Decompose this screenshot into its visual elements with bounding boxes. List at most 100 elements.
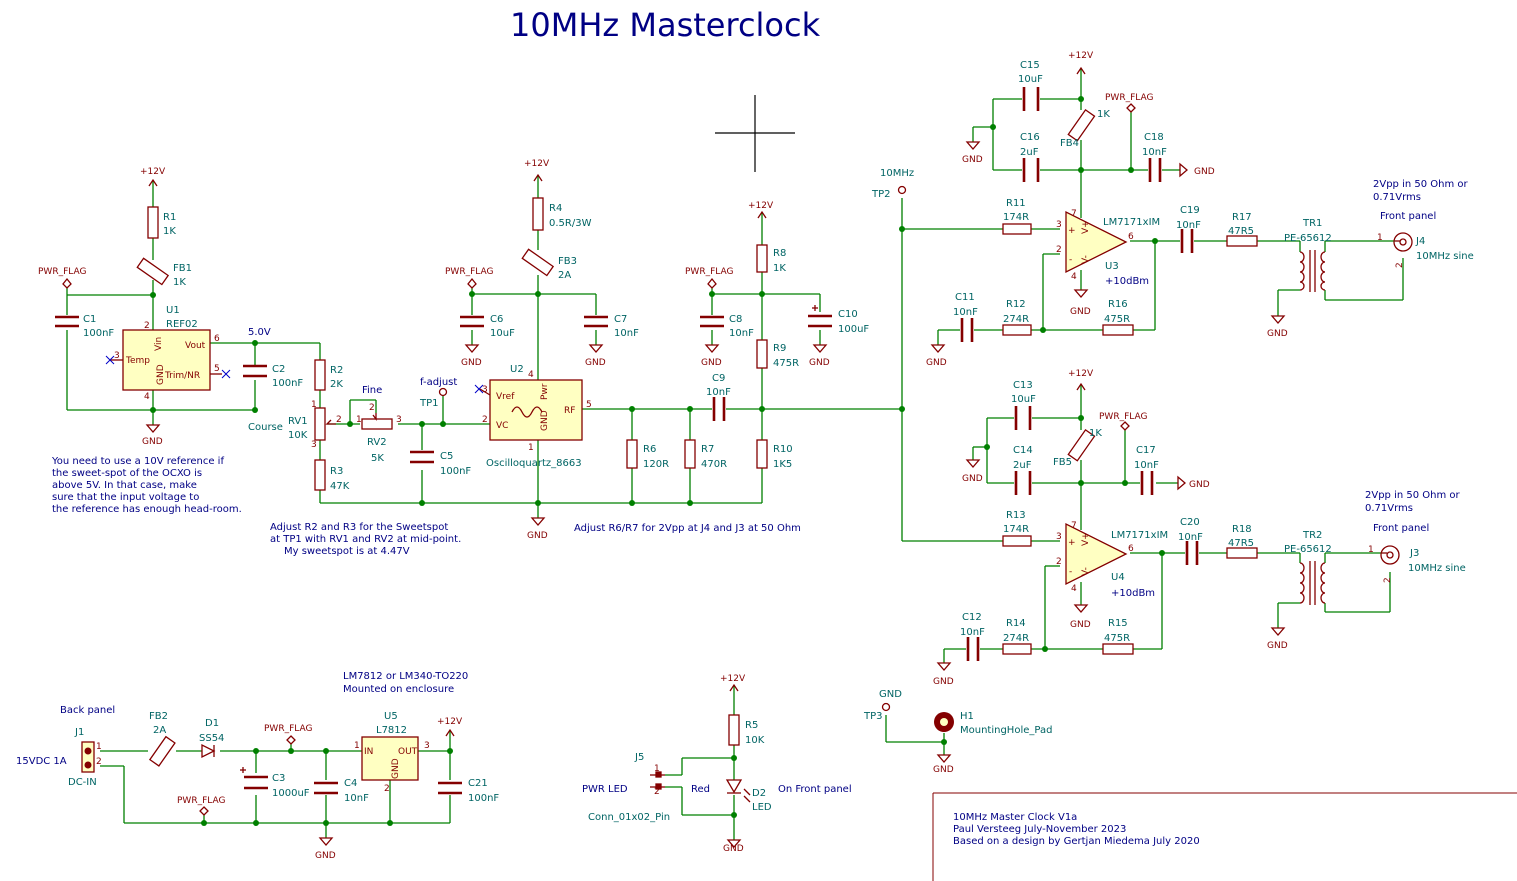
u3-plus: + [1068,226,1076,236]
net-12v-u2: +12V [524,159,550,169]
val-c1: 100nF [83,328,114,339]
ref-r2: R2 [330,365,343,376]
ref-c18: C18 [1144,132,1164,143]
ic-u1: Vin Vout Temp Trim/NR GND 2 6 3 5 4 [105,321,231,402]
j3-pin2: 2 [1383,577,1393,583]
val-j1: DC-IN [68,777,97,788]
polarity-marks [240,305,818,773]
pwr-flag-psu-top: PWR_FLAG [264,724,312,734]
ref-note-line-5: the reference has enough head-room. [52,504,242,515]
net-12v-u5: +12V [437,717,463,727]
power-symbols: +12V +12V +12V +12V +12V +12V +12V [38,51,1288,861]
ref-fb1: FB1 [173,263,192,274]
net-gnd-c6: GND [461,358,482,368]
u3-pin7: 7 [1071,209,1077,219]
header-j5 [650,771,665,790]
net-12v-u1: +12V [140,167,166,177]
net-12v-u3: +12V [1068,51,1094,61]
title-block: 10MHz Master Clock V1a Paul Versteeg Jul… [932,792,1517,881]
red-label: Red [691,784,710,795]
u3-pin6: 6 [1128,232,1134,242]
back-panel: Back panel [60,705,115,716]
net-gnd-u2: GND [527,531,548,541]
val-j5: Conn_01x02_Pin [588,812,670,823]
ref-d1: D1 [205,718,219,729]
net-gnd-tr1: GND [1267,329,1288,339]
ref-d2: D2 [752,788,766,799]
ref-r16: R16 [1108,299,1128,310]
val-c3: 1000uF [272,788,310,799]
ref-r18: R18 [1232,524,1252,535]
front-panel-bottom: Front panel [1373,523,1429,534]
val-c20: 10nF [1178,532,1203,543]
val-c18: 10nF [1142,147,1167,158]
ref-rv2: RV2 [367,437,387,448]
ref-r13: R13 [1006,510,1026,521]
ref-tp1: TP1 [419,398,439,409]
u5-pin-out: OUT [398,747,418,757]
ref-c13: C13 [1013,380,1033,391]
ref-r15: R15 [1108,618,1128,629]
pwr-flag-u4: PWR_FLAG [1099,412,1147,422]
val-r9: 475R [773,358,799,369]
ref-c3: C3 [272,773,285,784]
ref-r11: R11 [1006,198,1026,209]
vpp-top-2: 0.71Vrms [1373,192,1421,203]
ref-r8: R8 [773,248,786,259]
net-gnd-tr2: GND [1267,641,1288,651]
u3-pin4: 4 [1071,272,1077,282]
tp1-net: f-adjust [420,377,457,388]
val-r15: 475R [1104,633,1130,644]
val-fb5: 1K [1089,428,1102,439]
u2-pin4: 4 [528,370,534,380]
ref-r10: R10 [773,444,793,455]
title-block-line-3: Based on a design by Gertjan Miedema Jul… [953,836,1200,847]
val-tr2: PE-65612 [1284,544,1332,555]
val-j3: 10MHz sine [1408,563,1466,574]
val-u5: L7812 [376,725,407,736]
val-u2: Oscilloquartz_8663 [486,458,582,469]
sweetspot-line-1: Adjust R2 and R3 for the Sweetspot [270,522,448,533]
fine-label: Fine [362,385,382,396]
val-r18: 47R5 [1228,538,1254,549]
ref-note-line-3: above 5V. In that case, make [52,480,197,491]
ref-fb5: FB5 [1053,457,1072,468]
u4-pin2: 2 [1056,557,1062,567]
val-c17: 10nF [1134,460,1159,471]
val-c8: 10nF [729,328,754,339]
ref-c12: C12 [962,612,982,623]
pwr-flag-u3: PWR_FLAG [1105,93,1153,103]
u5-pin3: 3 [424,741,430,751]
ref-rv1: RV1 [288,416,308,427]
rv2-pin2: 2 [369,403,375,413]
title-block-line-1: 10MHz Master Clock V1a [953,812,1077,823]
vpp-bot-1: 2Vpp in 50 Ohm or [1365,490,1461,501]
val-fb3: 2A [558,270,571,281]
u2-pin-gnd: GND [540,410,550,431]
ref-c20: C20 [1180,517,1200,528]
u4-plus: + [1068,538,1076,548]
ref-c11: C11 [955,292,975,303]
val-fb2: 2A [153,725,166,736]
net-gnd-c8: GND [701,358,722,368]
u2-pin3: 3 [482,385,488,395]
ref-r17: R17 [1232,212,1252,223]
vpp-bot-2: 0.71Vrms [1365,503,1413,514]
ref-r4: R4 [549,203,562,214]
ref-r3: R3 [330,466,343,477]
regulator-u5: IN OUT GND 1 3 2 [354,736,430,794]
val-fb4: 1K [1097,109,1110,120]
val-r12: 274R [1003,314,1029,325]
j4-pin1: 1 [1377,233,1383,243]
ref-tp2: TP2 [871,189,891,200]
pwr-flag-psu-bottom: PWR_FLAG [177,796,225,806]
u5-pin1: 1 [354,741,360,751]
tp2-marker [897,185,907,195]
u3-vminus: V- [1081,255,1091,264]
resistors [147,197,1258,746]
ref-r7: R7 [701,444,714,455]
val-c4: 10nF [344,793,369,804]
j1-pin1: 1 [96,742,102,752]
u3-pin3: 3 [1056,220,1062,230]
ref-note-line-1: You need to use a 10V reference if [51,456,224,467]
